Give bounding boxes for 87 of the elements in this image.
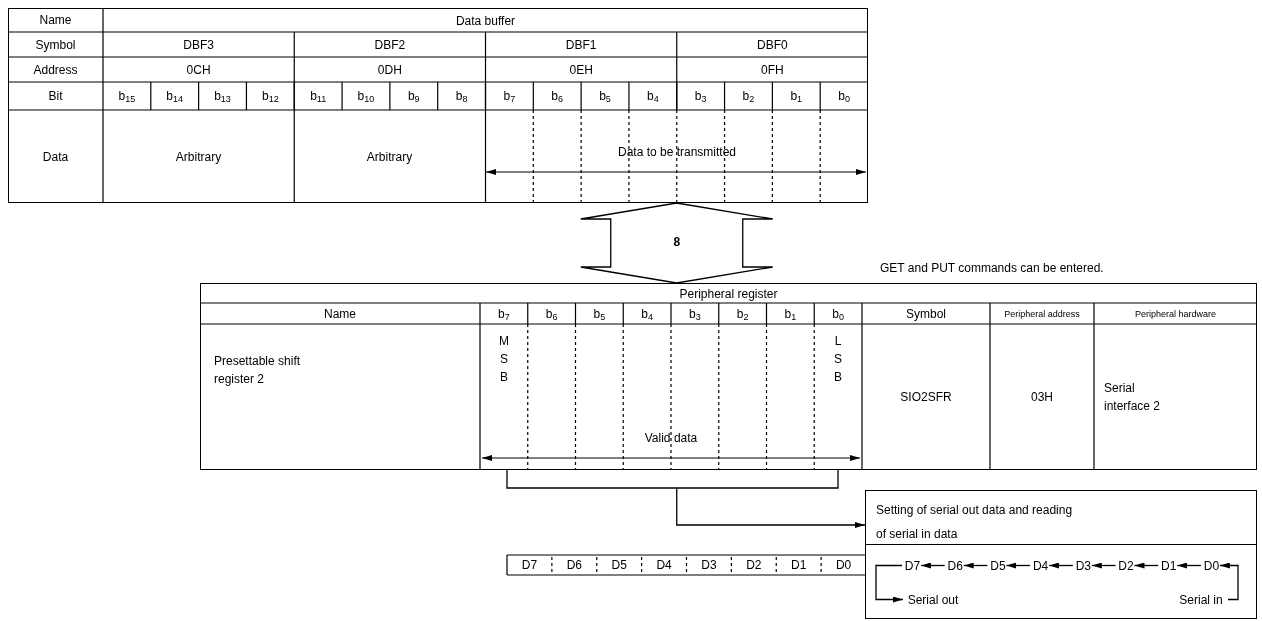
data-bit-label: D0 bbox=[835, 557, 852, 574]
row-header: Bit bbox=[48, 88, 63, 105]
data-bit-label: D4 bbox=[656, 557, 672, 574]
arrow bbox=[920, 562, 946, 569]
data-bit-label: D3 bbox=[1075, 559, 1091, 574]
bit-label: b$_{7}$ bbox=[503, 88, 516, 105]
arrow bbox=[875, 564, 904, 603]
arrow bbox=[506, 469, 866, 528]
bit-label: b$_{6}$ bbox=[545, 305, 558, 323]
bit-label: b$_{5}$ bbox=[593, 305, 606, 323]
value-text: Serial interface 2 bbox=[1104, 380, 1162, 415]
bit-label: b$_{13}$ bbox=[214, 88, 231, 105]
bit-order-label: LSB bbox=[833, 333, 843, 386]
value-text: Data to be transmitted bbox=[617, 144, 737, 161]
value-text: 0DH bbox=[377, 61, 402, 79]
value-text: 0CH bbox=[186, 61, 211, 79]
value-text: SIO2SFR bbox=[900, 389, 952, 406]
bit-label: b$_{6}$ bbox=[551, 88, 564, 105]
row-header: Name bbox=[324, 305, 356, 323]
bit-label: b$_{3}$ bbox=[689, 305, 701, 323]
bit-label: b$_{5}$ bbox=[599, 88, 611, 105]
data-bit-label: D0 bbox=[1203, 559, 1220, 574]
value-text: 0FH bbox=[761, 61, 784, 79]
value-text: 03H bbox=[1031, 389, 1053, 406]
bit-label: b$_{15}$ bbox=[118, 88, 136, 105]
arrow bbox=[1048, 562, 1074, 569]
arrow bbox=[1005, 562, 1031, 569]
data-bit-label: D5 bbox=[990, 559, 1006, 574]
io-label: Serial in bbox=[1179, 593, 1223, 608]
row-header: Peripheral address bbox=[1004, 308, 1080, 319]
bit-label: b$_{3}$ bbox=[694, 88, 707, 105]
bit-label: b$_{2}$ bbox=[742, 88, 755, 105]
arrow bbox=[1219, 562, 1239, 601]
data-bit-label: D1 bbox=[1161, 559, 1177, 574]
note-text: GET and PUT commands can be entered. bbox=[880, 260, 1104, 277]
bit-label: b$_{11}$ bbox=[310, 88, 327, 105]
value-text: DBF2 bbox=[374, 36, 406, 54]
data-bit-label: D5 bbox=[611, 557, 627, 574]
bit-label: b$_{2}$ bbox=[736, 305, 749, 323]
data-bit-label: D2 bbox=[1118, 559, 1134, 574]
data-bit-label: D6 bbox=[947, 559, 963, 574]
row-header: Data bbox=[42, 148, 69, 166]
bit-label: b$_{8}$ bbox=[455, 88, 468, 105]
register-table bbox=[8, 8, 868, 203]
row-header: Peripheral hardware bbox=[1134, 308, 1216, 319]
value-text: 0EH bbox=[569, 61, 593, 79]
bit-label: b$_{14}$ bbox=[166, 88, 184, 105]
value-text: DBF3 bbox=[183, 36, 214, 54]
value-text: Presettable shift register 2 bbox=[214, 353, 302, 388]
bit-label: b$_{0}$ bbox=[838, 88, 850, 105]
data-bit-label: D7 bbox=[904, 559, 921, 574]
description-text: Setting of serial out data and reading of serial in data bbox=[876, 503, 1073, 541]
data-bit-label: D1 bbox=[791, 557, 807, 574]
bit-label: b$_{10}$ bbox=[357, 88, 375, 105]
value-text: Arbitrary bbox=[175, 148, 222, 166]
row-header: Symbol bbox=[906, 305, 946, 323]
value-text: Valid data bbox=[644, 430, 698, 447]
data-bit-label: D7 bbox=[521, 557, 538, 574]
row-header: Address bbox=[33, 61, 78, 79]
value-text: DBF0 bbox=[757, 36, 788, 54]
shift-register-box bbox=[865, 490, 1257, 619]
row-header: Name bbox=[39, 12, 72, 29]
value-text: DBF1 bbox=[565, 36, 597, 54]
data-bit-label: D4 bbox=[1032, 559, 1049, 574]
data-bit-label: D3 bbox=[701, 557, 717, 574]
data-bit-label: D2 bbox=[746, 557, 762, 574]
arrow bbox=[1091, 562, 1117, 569]
bit-label: b$_{4}$ bbox=[647, 88, 659, 105]
table-title: Data buffer bbox=[455, 13, 516, 30]
data-bit-label: D6 bbox=[566, 557, 582, 574]
value-text: Arbitrary bbox=[366, 148, 413, 166]
arrow bbox=[963, 562, 989, 569]
bit-label: b$_{4}$ bbox=[641, 305, 653, 323]
arrow bbox=[1176, 562, 1202, 569]
bit-order-label: MSB bbox=[498, 333, 510, 386]
bit-label: b$_{9}$ bbox=[407, 88, 420, 105]
bit-label: b$_{0}$ bbox=[832, 305, 844, 323]
row-header: Symbol bbox=[35, 36, 76, 54]
table-title: Peripheral register bbox=[679, 286, 778, 303]
double-block-arrow bbox=[580, 202, 774, 284]
bit-label: b$_{7}$ bbox=[498, 305, 510, 323]
io-label: Serial out bbox=[907, 593, 959, 608]
bit-label: b$_{12}$ bbox=[262, 88, 279, 105]
register-table bbox=[200, 283, 1257, 470]
bit-label: b$_{1}$ bbox=[790, 88, 803, 105]
arrow bbox=[1133, 562, 1159, 569]
bit-label: b$_{1}$ bbox=[784, 305, 797, 323]
